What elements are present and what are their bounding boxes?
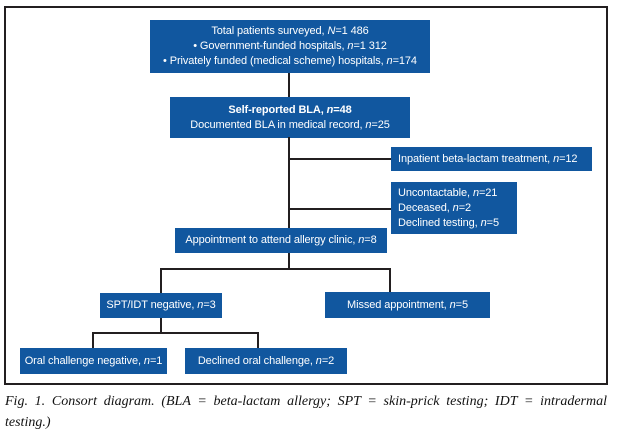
connector-down-spt — [160, 268, 162, 293]
connector-total-to-selfreported — [288, 73, 290, 97]
box-line: Inpatient beta-lactam treatment, n=12 — [398, 152, 578, 165]
box-inpatient-treatment: Inpatient beta-lactam treatment, n=12 — [391, 147, 592, 171]
box-line: Deceased, n=2 — [398, 201, 472, 214]
connector-selfreported-to-appointment — [288, 137, 290, 228]
box-declined-oral-challenge: Declined oral challenge, n=2 — [185, 348, 347, 374]
connector-split-upper — [160, 268, 391, 270]
connector-branch-inpatient — [289, 158, 391, 160]
box-line: Declined oral challenge, n=2 — [197, 354, 335, 367]
box-total-patients: Total patients surveyed, N=1 486 • Gover… — [150, 20, 430, 73]
connector-appointment-down — [288, 253, 290, 268]
box-line: Oral challenge negative, n=1 — [24, 354, 163, 367]
box-line: • Government-funded hospitals, n=1 312 — [193, 40, 387, 52]
connector-spt-down — [160, 318, 162, 332]
box-line: Missed appointment, n=5 — [347, 298, 468, 311]
box-line: • Privately funded (medical scheme) hosp… — [163, 55, 417, 67]
box-lost-to-followup: Uncontactable, n=21 Deceased, n=2 Declin… — [391, 182, 517, 234]
connector-down-oral-negative — [92, 332, 94, 348]
box-appointment-clinic: Appointment to attend allergy clinic, n=… — [175, 228, 387, 253]
box-self-reported-bla: Self-reported BLA, n=48 Documented BLA i… — [170, 97, 410, 138]
box-spt-idt-negative: SPT/IDT negative, n=3 — [100, 293, 222, 318]
connector-down-missed — [389, 268, 391, 292]
connector-down-declined-oral — [257, 332, 259, 348]
box-line: Appointment to attend allergy clinic, n=… — [185, 234, 377, 246]
box-line: Documented BLA in medical record, n=25 — [190, 118, 390, 131]
box-line: Self-reported BLA, n=48 — [228, 103, 352, 116]
box-oral-challenge-negative: Oral challenge negative, n=1 — [20, 348, 167, 374]
figure-caption: Fig. 1. Consort diagram. (BLA = beta-lac… — [5, 391, 607, 433]
connector-branch-lost — [289, 208, 391, 210]
connector-split-lower — [92, 332, 259, 334]
box-missed-appointment: Missed appointment, n=5 — [325, 292, 490, 318]
box-line: Uncontactable, n=21 — [398, 186, 498, 199]
box-line: Declined testing, n=5 — [398, 216, 499, 229]
box-line: SPT/IDT negative, n=3 — [106, 299, 216, 311]
box-line: Total patients surveyed, N=1 486 — [211, 25, 369, 37]
figure-caption-line1: Fig. 1. Consort diagram. (BLA = beta-lac… — [5, 394, 607, 409]
figure-caption-line2: testing.) — [5, 415, 51, 430]
diagram-frame — [4, 6, 608, 385]
